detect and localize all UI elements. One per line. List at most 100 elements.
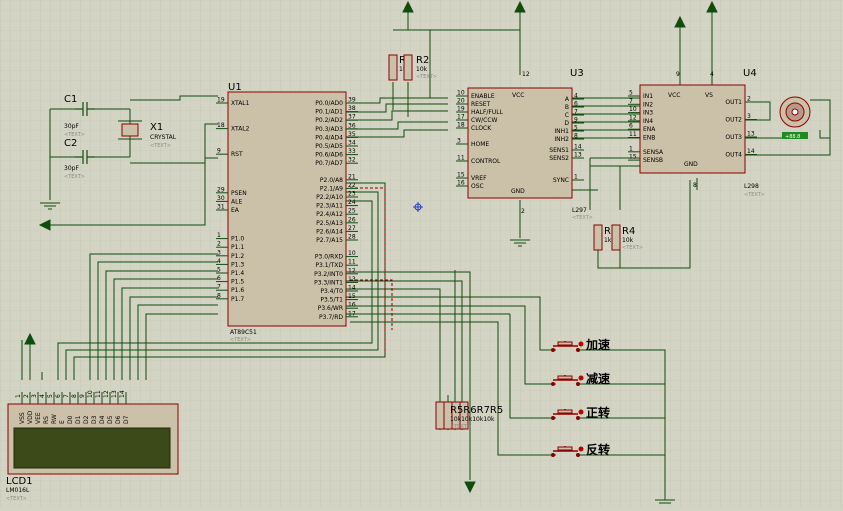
button-terminal <box>576 382 580 386</box>
u3-text: <TEXT> <box>572 215 593 221</box>
u3-pin-number: 15 <box>457 172 465 179</box>
u1-pin-name: P3.3/INT1 <box>314 279 343 286</box>
u1-pin-number: 24 <box>348 199 356 206</box>
lcd-pin-name: E <box>59 420 66 424</box>
u4-pin-number: 7 <box>629 98 633 105</box>
r3-resistor[interactable] <box>593 224 603 251</box>
u3-vcc-num: 12 <box>522 71 530 78</box>
r4-ref: R4 <box>622 226 635 237</box>
ground-symbols <box>40 202 675 504</box>
u1-pin-name: P3.5/T1 <box>320 297 343 304</box>
r4-text: <TEXT> <box>622 245 643 251</box>
lcd-pin-number: 12 <box>103 390 110 398</box>
u3-pin-name: SYNC <box>553 177 569 184</box>
u3-pin-name: CW/CCW <box>471 117 498 124</box>
u1-pin-number: 8 <box>217 292 221 299</box>
u1-pin-number: 1 <box>217 232 221 239</box>
u1-pin-number: 21 <box>348 173 356 180</box>
button-label: 反转 <box>586 442 610 457</box>
r4-resistor[interactable] <box>611 224 621 251</box>
x1-ref: X1 <box>150 122 163 133</box>
u4-vcc-num: 9 <box>676 71 680 78</box>
lcd-pin-name: D2 <box>83 415 90 424</box>
button-cap <box>557 375 573 380</box>
lcd-pin-number: 11 <box>95 390 102 398</box>
u1-pin-number: 7 <box>217 284 221 291</box>
c1-text: <TEXT> <box>64 132 85 138</box>
u4-pin-number: 14 <box>747 148 755 155</box>
pushbutton-2[interactable]: 减速 <box>551 371 610 386</box>
button-cap <box>557 341 573 346</box>
u3-pin-number: 14 <box>574 144 582 151</box>
u3-pin-name: D <box>564 120 569 127</box>
u3-pin-number: 10 <box>457 90 465 97</box>
u1-pin-name: P2.6/A14 <box>316 228 343 235</box>
u3-pin-name: OSC <box>471 183 484 190</box>
u4-pin-number: 6 <box>629 123 633 130</box>
button-label: 正转 <box>586 405 610 420</box>
lcd-pin-number: 2 <box>23 394 30 398</box>
u1-pin-name: P3.2/INT0 <box>314 271 343 278</box>
c2-capacitor[interactable] <box>75 150 95 164</box>
r2-ref: R2 <box>416 55 429 66</box>
lcd-module[interactable]: 1VSS2VDD3VEE4RS5RW6E7D08D19D210D311D412D… <box>7 390 179 475</box>
u1-pin-number: 3 <box>217 249 221 256</box>
u3-pin-number: 19 <box>457 106 465 113</box>
lcd-pin-number: 4 <box>39 394 46 398</box>
cursor-marker <box>413 202 423 212</box>
u4-pin-name: IN4 <box>643 118 653 125</box>
u1-pin-name: P0.6/AD6 <box>315 152 343 159</box>
u1-pin-number: 27 <box>348 225 356 232</box>
stepper-motor[interactable]: +88.8 <box>779 96 811 140</box>
x1-crystal[interactable] <box>118 120 142 140</box>
u4-pin-name: OUT4 <box>725 152 742 159</box>
resistor-bank[interactable] <box>435 401 469 430</box>
lcd-pin-number: 9 <box>79 394 86 398</box>
u1-pin-number: 4 <box>217 258 221 265</box>
u1-pin-number: 28 <box>348 234 356 241</box>
u1-right-pins: 39P0.0/AD038P0.1/AD137P0.2/AD236P0.3/AD3… <box>314 97 358 321</box>
u1-pin-name: P0.1/AD1 <box>315 109 343 116</box>
u1-pin-name: P0.0/AD0 <box>315 100 343 107</box>
u1-pin-name: P1.3 <box>231 261 244 268</box>
c1-capacitor[interactable] <box>75 102 95 116</box>
c2-value: 30pF <box>64 165 79 172</box>
button-cap <box>557 446 573 451</box>
u4-pin-name: OUT1 <box>725 99 742 106</box>
pushbutton-4[interactable]: 反转 <box>551 442 610 457</box>
pushbutton-3[interactable]: 正转 <box>551 405 610 420</box>
u3-pin-number: 6 <box>574 101 578 108</box>
u1-pin-name: P0.4/AD4 <box>315 134 343 141</box>
u1-pin-number: 19 <box>217 97 225 104</box>
u1-pin-number: 34 <box>348 140 356 147</box>
u1-pin-number: 16 <box>348 302 356 309</box>
button-cap <box>557 409 573 414</box>
u3-pin-name: SENS2 <box>549 155 569 162</box>
u1-pin-number: 33 <box>348 148 356 155</box>
u3-pin-number: 13 <box>574 152 582 159</box>
lcd-pin-name: D4 <box>99 415 106 424</box>
u3-pin-name: HOME <box>471 141 489 148</box>
u3-pin-name: HALF/FULL <box>471 109 504 116</box>
u1-pin-number: 38 <box>348 105 356 112</box>
u1-pin-number: 25 <box>348 208 356 215</box>
u4-vs: VS <box>705 92 713 99</box>
u1-pin-name: P0.7/AD7 <box>315 160 343 167</box>
u1-pin-name: P1.6 <box>231 287 244 294</box>
c1-ref: C1 <box>64 94 77 105</box>
lcd-pin-name: D7 <box>123 415 130 424</box>
button-label: 减速 <box>586 371 610 386</box>
u1-pin-name: P3.7/RD <box>319 314 343 321</box>
x1-text: <TEXT> <box>150 143 171 149</box>
pushbutton-1[interactable]: 加速 <box>551 337 610 352</box>
u1-pin-number: 9 <box>217 148 221 155</box>
u4-pin-name: IN2 <box>643 101 653 108</box>
u4-pin-name: ENA <box>643 126 656 133</box>
r2-resistor[interactable] <box>403 54 413 81</box>
r1-resistor[interactable] <box>388 54 398 81</box>
